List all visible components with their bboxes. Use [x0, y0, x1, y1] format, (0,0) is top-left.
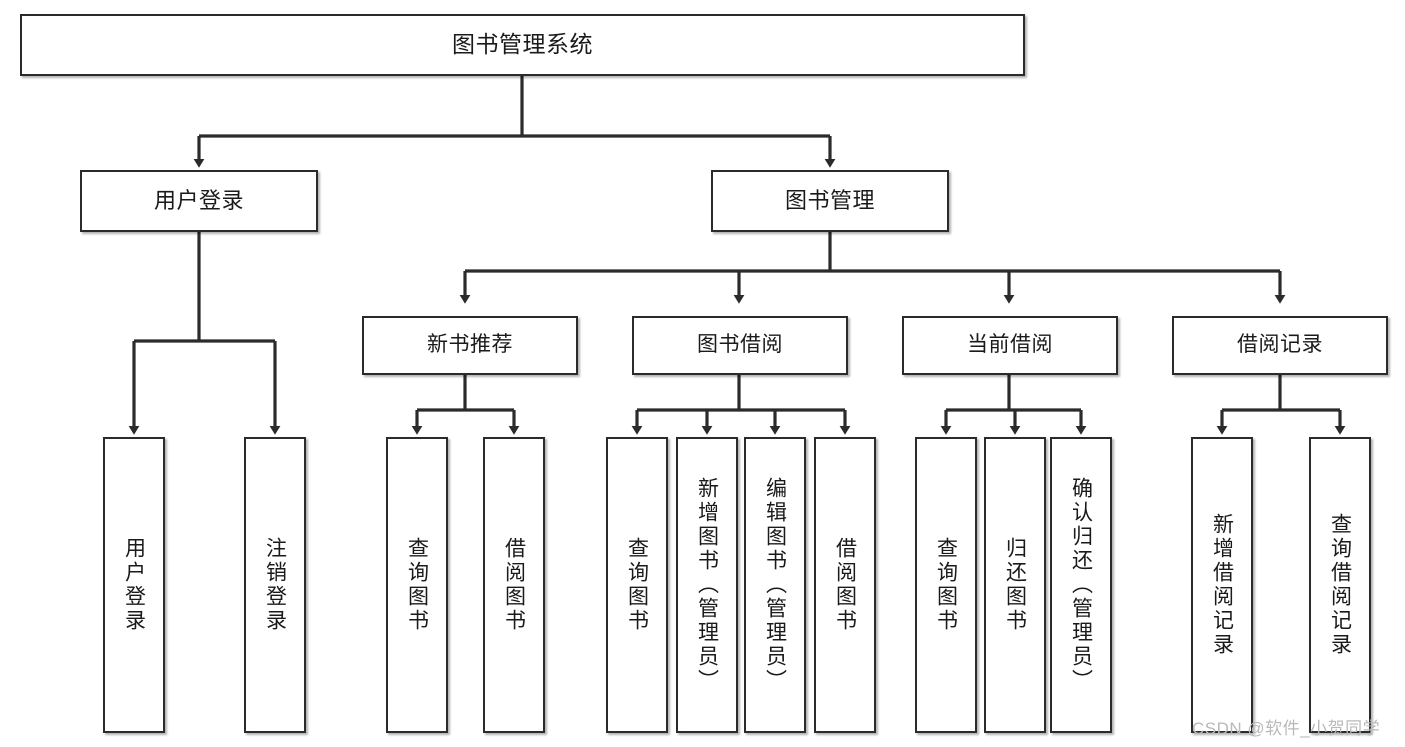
- node-user-login[interactable]: 用户登录: [80, 170, 318, 232]
- node-new-book-recommend[interactable]: 新书推荐: [362, 316, 578, 375]
- node-leaf-return-book[interactable]: 归还图书: [984, 437, 1046, 733]
- node-label: 借阅记录: [1237, 333, 1323, 357]
- node-label: 图书管理: [784, 188, 875, 214]
- watermark-text: CSDN @软件_小贺同学: [1192, 719, 1381, 738]
- node-leaf-query-book-2[interactable]: 查询图书: [606, 437, 668, 733]
- node-label: 新增借阅记录: [1210, 513, 1234, 657]
- node-label: 注销登录: [263, 537, 287, 633]
- node-leaf-add-record[interactable]: 新增借阅记录: [1191, 437, 1253, 733]
- node-label: 图书借阅: [697, 333, 783, 357]
- node-leaf-logout-login[interactable]: 注销登录: [244, 437, 306, 733]
- node-leaf-query-book-1[interactable]: 查询图书: [386, 437, 448, 733]
- node-label: 查询图书: [625, 537, 649, 633]
- node-leaf-add-book[interactable]: 新增图书（管理员）: [676, 437, 738, 733]
- node-label: 查询图书: [405, 537, 429, 633]
- node-leaf-borrow-book-1[interactable]: 借阅图书: [483, 437, 545, 733]
- node-leaf-user-login[interactable]: 用户登录: [103, 437, 165, 733]
- node-current-borrow[interactable]: 当前借阅: [902, 316, 1118, 375]
- node-leaf-query-book-3[interactable]: 查询图书: [915, 437, 977, 733]
- node-leaf-query-record[interactable]: 查询借阅记录: [1309, 437, 1371, 733]
- node-label: 编辑图书（管理员）: [763, 477, 787, 693]
- node-borrow-record[interactable]: 借阅记录: [1172, 316, 1388, 375]
- node-label: 用户登录: [153, 188, 244, 214]
- node-label: 用户登录: [122, 537, 146, 633]
- node-label: 借阅图书: [833, 537, 857, 633]
- node-book-manage[interactable]: 图书管理: [711, 170, 949, 232]
- node-label: 图书管理系统: [452, 31, 593, 58]
- node-book-borrow[interactable]: 图书借阅: [632, 316, 848, 375]
- node-label: 确认归还（管理员）: [1069, 477, 1093, 693]
- node-label: 新增图书（管理员）: [695, 477, 719, 693]
- node-root-system[interactable]: 图书管理系统: [20, 14, 1025, 76]
- node-label: 查询图书: [934, 537, 958, 633]
- node-label: 当前借阅: [967, 333, 1053, 357]
- node-leaf-borrow-book-2[interactable]: 借阅图书: [814, 437, 876, 733]
- node-label: 借阅图书: [502, 537, 526, 633]
- node-label: 查询借阅记录: [1328, 513, 1352, 657]
- node-label: 归还图书: [1003, 537, 1027, 633]
- node-leaf-edit-book[interactable]: 编辑图书（管理员）: [744, 437, 806, 733]
- node-label: 新书推荐: [427, 333, 513, 357]
- node-leaf-confirm-return[interactable]: 确认归还（管理员）: [1050, 437, 1112, 733]
